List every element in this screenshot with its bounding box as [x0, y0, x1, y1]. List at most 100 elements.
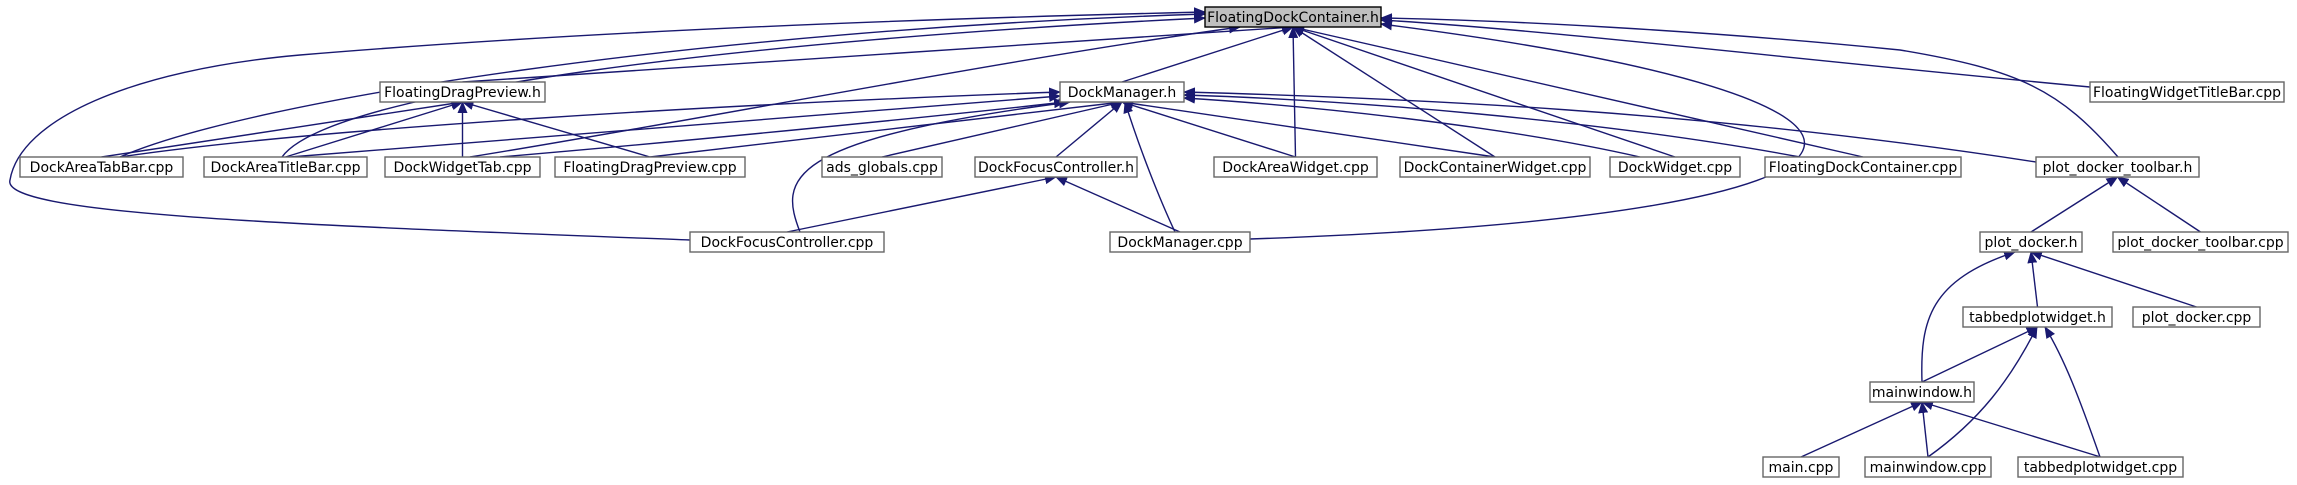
edge-n11-to-n2: [1121, 98, 1496, 158]
node-box[interactable]: [384, 156, 541, 178]
node-box[interactable]: [1869, 381, 1975, 403]
node-box[interactable]: [821, 156, 943, 178]
node-n17[interactable]: plot_docker.h: [1979, 231, 2083, 253]
node-label: DockAreaTabBar.cpp: [30, 160, 174, 176]
node-n20[interactable]: plot_docker.cpp: [2132, 306, 2261, 328]
edge-n3-to-n0: [1380, 15, 2091, 88]
node-label: DockManager.cpp: [1117, 235, 1242, 251]
node-box[interactable]: [19, 156, 184, 178]
node-n2[interactable]: DockManager.h: [1059, 81, 1185, 103]
edge-n5-to-n2: [289, 91, 1061, 158]
node-n9[interactable]: DockFocusController.h: [974, 156, 1138, 178]
node-n14[interactable]: plot_docker_toolbar.h: [2035, 156, 2200, 178]
edge-n12-to-n0: [1292, 25, 1676, 158]
edge-n18-to-n14: [2116, 176, 2201, 233]
node-box[interactable]: [1864, 456, 1992, 478]
edge-n4-to-n2: [119, 87, 1061, 158]
node-n12[interactable]: DockWidget.cpp: [1609, 156, 1741, 178]
edge-n24-to-n21: [1921, 400, 2101, 458]
edge-n12-to-n2: [1183, 93, 1641, 158]
node-n24[interactable]: tabbedplotwidget.cpp: [2017, 456, 2184, 478]
node-box[interactable]: [689, 231, 885, 253]
edge-n2-to-n0: [1121, 25, 1294, 83]
node-label: mainwindow.cpp: [1870, 460, 1987, 476]
edge-n15-to-n9: [786, 174, 1057, 233]
node-box[interactable]: [1213, 156, 1378, 178]
node-box[interactable]: [2132, 306, 2261, 328]
node-n23[interactable]: mainwindow.cpp: [1864, 456, 1992, 478]
edge-n23-to-n19: [1927, 326, 2038, 458]
node-label: plot_docker.cpp: [2142, 310, 2252, 326]
node-n1[interactable]: FloatingDragPreview.h: [379, 81, 546, 103]
edge-n16-to-n2: [1123, 101, 1176, 233]
node-n6[interactable]: DockWidgetTab.cpp: [384, 156, 541, 178]
node-label: main.cpp: [1769, 460, 1834, 476]
node-n15[interactable]: DockFocusController.cpp: [689, 231, 885, 253]
edge-n13-to-n0: [1292, 24, 1864, 158]
node-n21[interactable]: mainwindow.h: [1869, 381, 1975, 403]
node-label: DockAreaWidget.cpp: [1222, 160, 1369, 176]
node-box[interactable]: [2017, 456, 2184, 478]
node-box[interactable]: [2035, 156, 2200, 178]
node-box[interactable]: [203, 156, 368, 178]
node-n13[interactable]: FloatingDockContainer.cpp: [1764, 156, 1962, 178]
edge-n5-to-n0: [281, 13, 1206, 158]
node-label: FloatingDragPreview.cpp: [563, 160, 736, 176]
node-label: tabbedplotwidget.cpp: [2024, 460, 2177, 476]
node-box[interactable]: [379, 81, 546, 103]
edges-layer: [9, 7, 2201, 458]
edge-n14-to-n0: [1380, 13, 2119, 158]
node-box[interactable]: [1979, 231, 2083, 253]
edge-n1-to-n0: [462, 22, 1294, 83]
node-box[interactable]: [1764, 156, 1962, 178]
edge-n16-to-n0: [1249, 20, 1806, 240]
node-label: FloatingWidgetTitleBar.cpp: [2093, 85, 2281, 101]
node-label: plot_docker_toolbar.cpp: [2117, 235, 2283, 251]
node-box[interactable]: [1204, 6, 1382, 28]
edge-n9-to-n2: [1055, 101, 1123, 158]
edge-n6-to-n0: [469, 23, 1241, 158]
node-box[interactable]: [974, 156, 1138, 178]
edge-n7-to-n2: [649, 98, 1123, 158]
edge-n10-to-n2: [1121, 100, 1296, 158]
node-box[interactable]: [2112, 231, 2289, 253]
node-n7[interactable]: FloatingDragPreview.cpp: [554, 156, 746, 178]
node-box[interactable]: [1059, 81, 1185, 103]
node-label: DockFocusController.cpp: [701, 235, 874, 251]
node-label: FloatingDockContainer.h: [1207, 10, 1379, 26]
node-n10[interactable]: DockAreaWidget.cpp: [1213, 156, 1378, 178]
edge-n21-to-n17: [1921, 250, 2016, 383]
node-label: DockManager.h: [1068, 85, 1177, 101]
node-label: DockContainerWidget.cpp: [1404, 160, 1587, 176]
node-n3[interactable]: FloatingWidgetTitleBar.cpp: [2089, 81, 2285, 103]
node-n5[interactable]: DockAreaTitleBar.cpp: [203, 156, 368, 178]
node-label: plot_docker_toolbar.h: [2043, 160, 2193, 176]
edge-n14-to-n2: [1183, 87, 2037, 163]
edge-n15-to-n0: [9, 7, 1206, 241]
node-box[interactable]: [1109, 231, 1251, 253]
node-n0[interactable]: FloatingDockContainer.h: [1204, 6, 1382, 28]
node-n4[interactable]: DockAreaTabBar.cpp: [19, 156, 184, 178]
node-label: ads_globals.cpp: [826, 160, 938, 176]
nodes-layer: FloatingDockContainer.hFloatingDragPrevi…: [19, 6, 2289, 478]
node-box[interactable]: [554, 156, 746, 178]
node-box[interactable]: [1399, 156, 1591, 178]
edge-n19-to-n17: [2027, 251, 2039, 308]
edge-n20-to-n17: [2030, 250, 2197, 308]
node-label: mainwindow.h: [1872, 385, 1972, 401]
edge-n16-to-n9: [1055, 176, 1181, 233]
node-box[interactable]: [2089, 81, 2285, 103]
node-box[interactable]: [1609, 156, 1741, 178]
node-n19[interactable]: tabbedplotwidget.h: [1962, 306, 2113, 328]
node-box[interactable]: [1962, 306, 2113, 328]
node-n18[interactable]: plot_docker_toolbar.cpp: [2112, 231, 2289, 253]
node-n16[interactable]: DockManager.cpp: [1109, 231, 1251, 253]
edge-n15-to-n2: [791, 98, 1071, 233]
node-box[interactable]: [1762, 456, 1840, 478]
node-n22[interactable]: main.cpp: [1762, 456, 1840, 478]
node-n11[interactable]: DockContainerWidget.cpp: [1399, 156, 1591, 178]
node-n8[interactable]: ads_globals.cpp: [821, 156, 943, 178]
edge-n13-to-n2: [1183, 90, 1801, 158]
edge-n4-to-n1: [101, 98, 464, 158]
